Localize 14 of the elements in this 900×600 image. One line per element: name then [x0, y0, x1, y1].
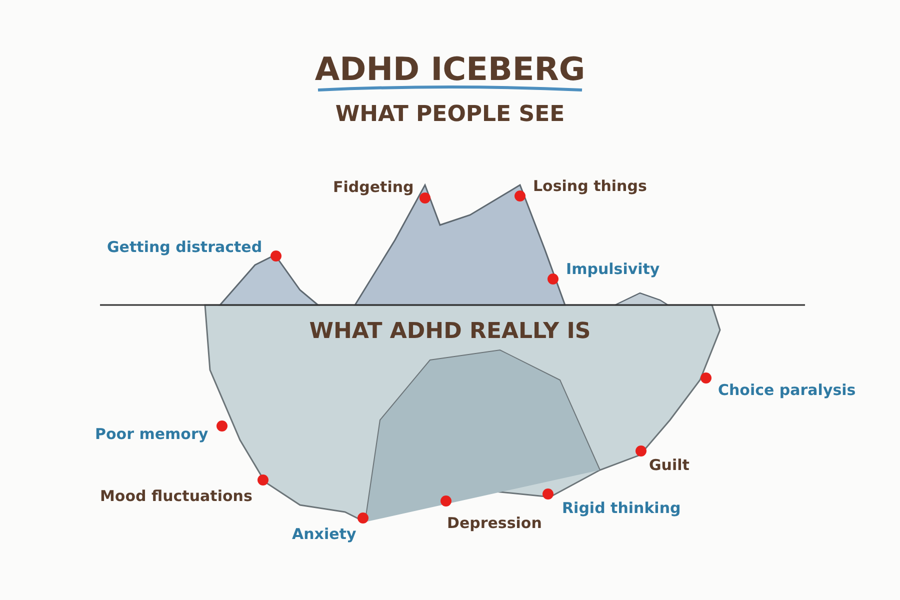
- iceberg-label: Anxiety: [292, 525, 356, 543]
- iceberg-label: Mood fluctuations: [100, 487, 252, 505]
- title: ADHD ICEBERG: [314, 50, 586, 88]
- section-heading: WHAT PEOPLE SEE: [334, 102, 566, 128]
- iceberg-label: Choice paralysis: [718, 381, 856, 399]
- iceberg-label: Fidgeting: [333, 178, 414, 196]
- iceberg-label: Impulsivity: [566, 260, 660, 278]
- iceberg-label: Poor memory: [95, 425, 208, 443]
- iceberg-label: Losing things: [533, 177, 647, 195]
- iceberg-label: Rigid thinking: [562, 499, 681, 517]
- iceberg-label: Depression: [447, 514, 542, 532]
- iceberg-label: Getting distracted: [107, 238, 262, 256]
- section-heading: WHAT ADHD REALLY IS: [308, 318, 592, 346]
- iceberg-label: Guilt: [649, 456, 690, 474]
